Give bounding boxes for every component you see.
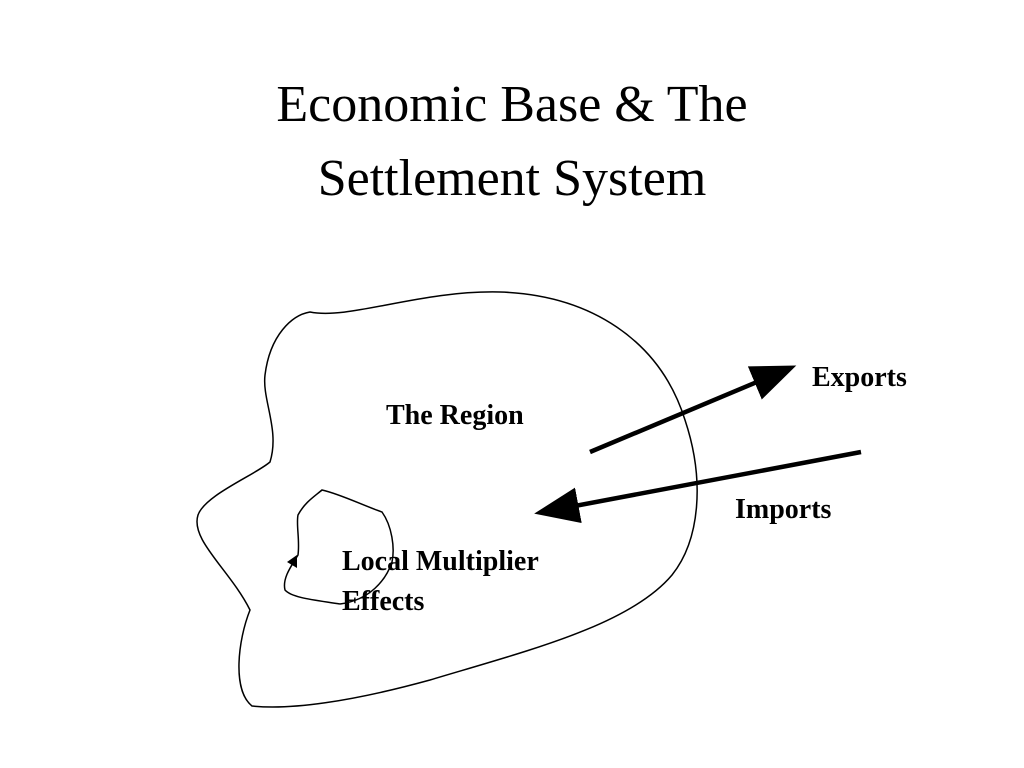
region-label: The Region xyxy=(386,400,524,431)
multiplier-loop xyxy=(283,489,394,605)
title-line-1: Economic Base & The xyxy=(276,76,748,133)
multiplier-label-line-2: Effects xyxy=(342,586,425,617)
imports-arrow xyxy=(534,449,862,524)
slide-title: Economic Base & The Settlement System xyxy=(0,68,1024,216)
region-outline xyxy=(196,291,698,708)
exports-label: Exports xyxy=(812,362,907,393)
multiplier-arrowhead xyxy=(287,555,297,568)
title-line-2: Settlement System xyxy=(317,150,707,207)
multiplier-label: Local Multiplier Effects xyxy=(342,542,539,622)
imports-label: Imports xyxy=(735,494,832,525)
multiplier-label-line-1: Local Multiplier xyxy=(342,546,539,577)
exports-arrow xyxy=(589,365,797,455)
